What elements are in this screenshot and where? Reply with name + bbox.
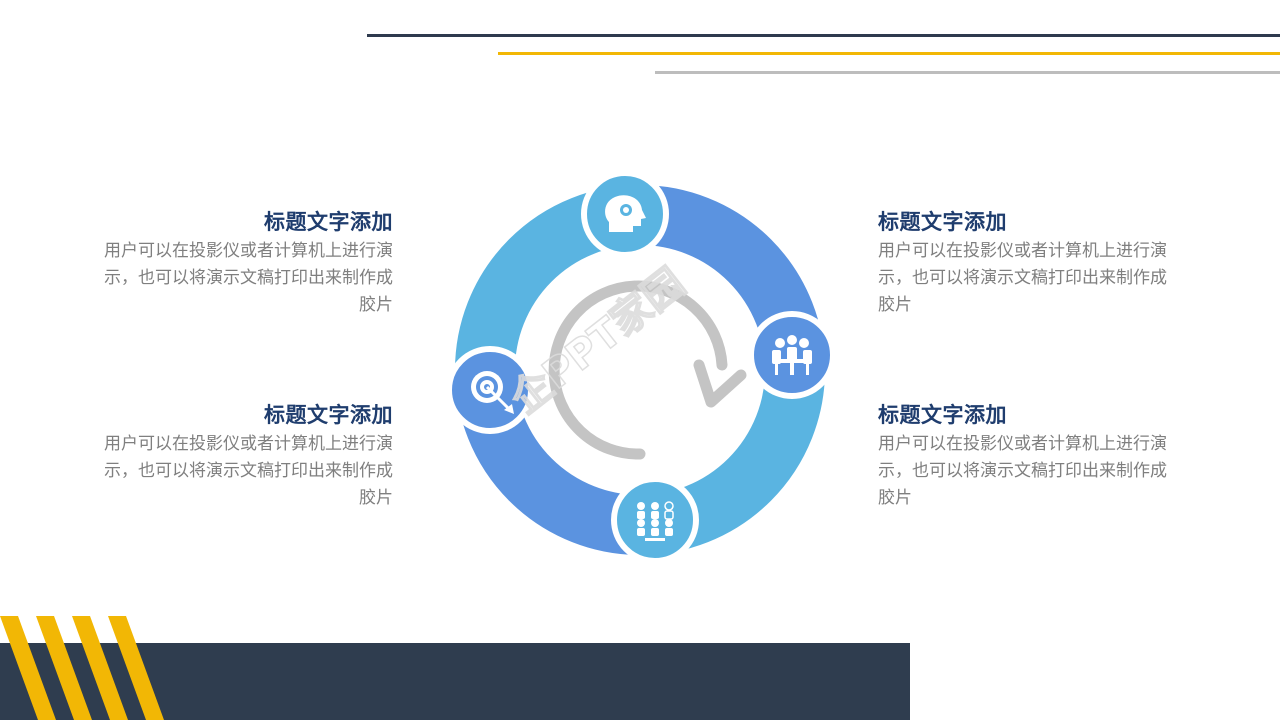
block-description: 用户可以在投影仪或者计算机上进行演示，也可以将演示文稿打印出来制作成胶片 <box>104 241 393 315</box>
block-description: 用户可以在投影仪或者计算机上进行演示，也可以将演示文稿打印出来制作成胶片 <box>878 434 1167 508</box>
footer-yellow-stripes <box>0 616 164 720</box>
text-block-top-left: 标题文字添加 用户可以在投影仪或者计算机上进行演示，也可以将演示文稿打印出来制作… <box>93 208 393 319</box>
team-group-icon <box>637 501 674 541</box>
top-yellow-line <box>498 52 1280 55</box>
cycle-arrow-icon <box>548 280 747 460</box>
text-block-top-right: 标题文字添加 用户可以在投影仪或者计算机上进行演示，也可以将演示文稿打印出来制作… <box>878 208 1178 319</box>
block-description: 用户可以在投影仪或者计算机上进行演示，也可以将演示文稿打印出来制作成胶片 <box>878 241 1167 315</box>
top-gray-line <box>655 71 1280 74</box>
meeting-icon <box>772 335 812 375</box>
cycle-diagram: 企PPT家园 <box>446 170 836 564</box>
text-block-bottom-right: 标题文字添加 用户可以在投影仪或者计算机上进行演示，也可以将演示文稿打印出来制作… <box>878 401 1178 512</box>
block-title: 标题文字添加 <box>264 210 393 234</box>
block-description: 用户可以在投影仪或者计算机上进行演示，也可以将演示文稿打印出来制作成胶片 <box>104 434 393 508</box>
target-icon <box>471 371 514 414</box>
head-gears-icon <box>605 195 646 232</box>
text-block-bottom-left: 标题文字添加 用户可以在投影仪或者计算机上进行演示，也可以将演示文稿打印出来制作… <box>93 401 393 512</box>
block-title: 标题文字添加 <box>878 403 1007 427</box>
top-navy-line <box>367 34 1280 37</box>
block-title: 标题文字添加 <box>264 403 393 427</box>
block-title: 标题文字添加 <box>878 210 1007 234</box>
